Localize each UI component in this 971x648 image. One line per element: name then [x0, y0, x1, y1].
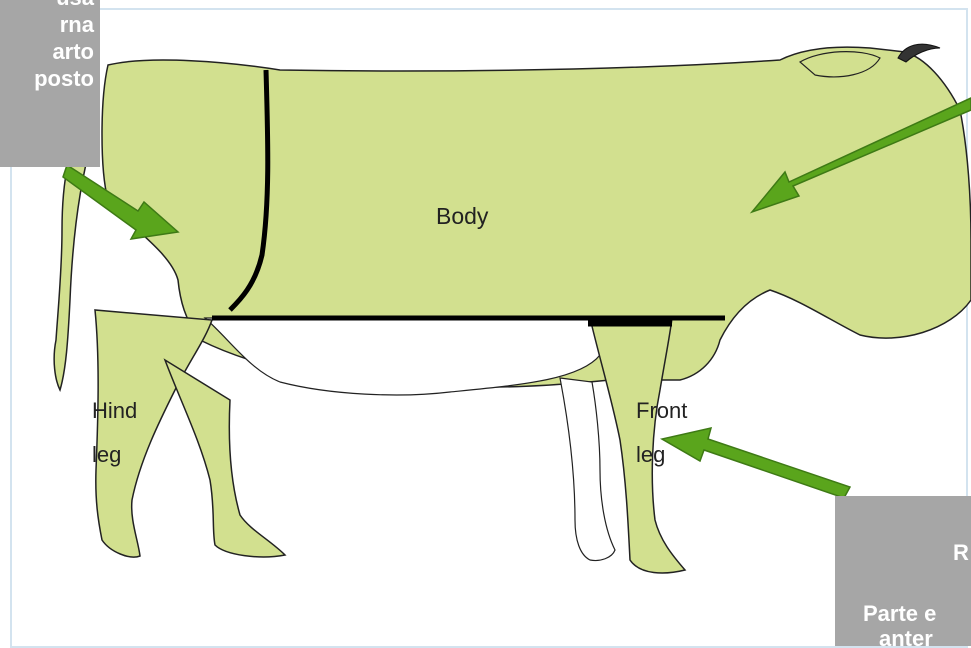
front-callout-line: R: [953, 539, 969, 566]
front-callout-line: anter: [879, 625, 933, 646]
front-callout-box: R Parte e anter: [835, 496, 971, 646]
body-label: Body: [436, 203, 489, 229]
cow-front-leg-back: [560, 378, 615, 561]
hind-callout-line: posto: [34, 65, 94, 92]
cow-hind-leg-back: [165, 360, 285, 557]
hind-callout-line: arto: [34, 38, 94, 65]
hind-leg-label-line1: Hind: [92, 398, 137, 423]
front-callout-line: Parte e: [863, 600, 936, 627]
hind-callout-line: usa: [34, 0, 94, 11]
hind-leg-label-line2: leg: [92, 442, 121, 467]
hind-callout-box: usa rna arto posto: [0, 0, 100, 167]
hind-callout-line: rna: [34, 11, 94, 38]
front-leg-label-line2: leg: [636, 442, 665, 467]
arrow-to-front-leg: [662, 428, 850, 498]
front-leg-label-line1: Front: [636, 398, 687, 423]
